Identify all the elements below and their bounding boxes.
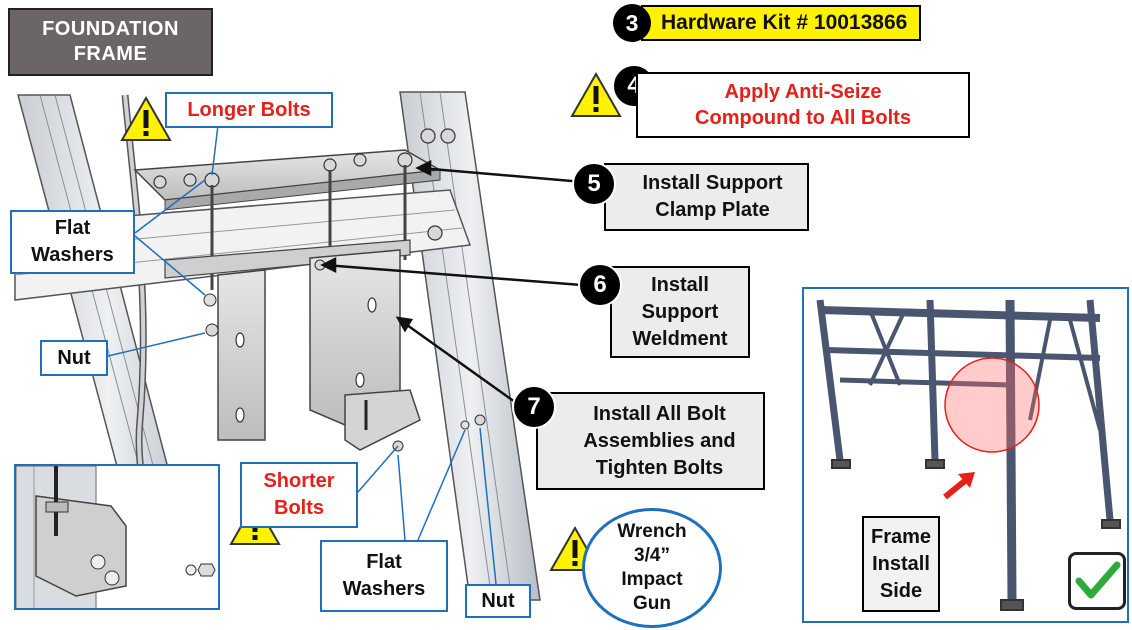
step-number-3: 3 [613,4,651,42]
nut-left-label: Nut [40,340,108,376]
longer-bolts-label: Longer Bolts [165,92,333,128]
nut-bottom-label: Nut [465,584,531,618]
support-clamp-plate [133,128,456,290]
step-5-line-2: Clamp Plate [655,199,770,221]
step-5-box: Install Support Clamp Plate [604,163,809,231]
step-arrows [320,159,621,409]
flat-washers-top-label: Flat Washers [10,210,135,274]
step-6-line-1: Install [651,273,709,296]
step-number-5: 5 [572,162,616,206]
frame-install-line-1: Frame [870,525,932,548]
step-7-line-2: Assemblies and [583,429,736,452]
frame-overview-inset [802,287,1129,623]
flat-washers-bottom-label: Flat Washers [320,540,448,612]
shorter-bolts-label: Shorter Bolts [240,462,358,528]
flat-washers-bottom-line-1: Flat [366,551,402,573]
flat-washers-bottom-line-2: Washers [342,578,426,600]
frame-install-line-3: Side [879,579,923,602]
step-7-line-3: Tighten Bolts [595,456,724,479]
anti-seize-line-1: Apply Anti-Seize [724,81,882,103]
anti-seize-callout: Apply Anti-Seize Compound to All Bolts [636,72,970,138]
step-number-6: 6 [578,263,622,307]
shorter-bolts-line-1: Shorter [263,470,335,492]
page-title: FOUNDATION FRAME [8,8,213,76]
tools-line-1: Wrench [617,521,687,542]
warning-icon [570,71,622,117]
step-7-line-1: Install All Bolt [593,402,726,425]
support-weldment [164,239,486,452]
hardware-kit-label: Hardware Kit # 10013866 [641,5,922,41]
tools-line-2: 3/4” [634,545,670,566]
tools-line-3: Impact [621,569,683,590]
arrow-icon [943,472,975,500]
checkmark-icon [1075,561,1121,599]
anti-seize-line-2: Compound to All Bolts [695,107,911,129]
bolt-detail-drawing [16,466,216,608]
step-6-line-3: Weldment [632,327,728,350]
highlight-circle [944,357,1040,453]
tools-callout: Wrench 3/4” Impact Gun [582,508,722,628]
step-5-line-1: Install Support [642,172,783,194]
warning-icon [120,95,172,141]
step-7-box: Install All Bolt Assemblies and Tighten … [536,392,765,490]
leader-lines [107,124,497,585]
shorter-bolts-line-2: Bolts [274,497,324,519]
title-line-1: FOUNDATION [42,18,179,40]
frame-install-side-label: Frame Install Side [862,516,940,612]
frame-overview-drawing [816,299,1121,611]
step-number-7: 7 [512,385,556,429]
flat-washers-top-line-2: Washers [31,244,114,266]
tools-line-4: Gun [633,593,671,614]
frame-install-line-2: Install [872,552,930,575]
flat-washers-top-line-1: Flat [54,217,91,239]
title-line-2: FRAME [73,43,148,65]
step-6-box: Install Support Weldment [610,266,750,358]
bolt-detail-inset [14,464,220,610]
hardware-kit-callout: 3 Hardware Kit # 10013866 [613,3,922,43]
checkmark-box [1068,552,1126,610]
step-6-line-2: Support [641,300,719,323]
